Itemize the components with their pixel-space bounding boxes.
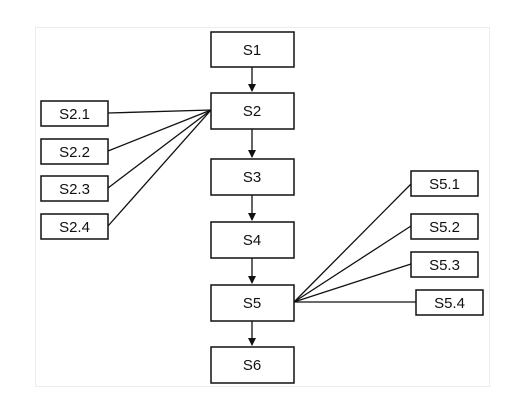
main-steps: S1 S2 S3 S4 S5 S6: [210, 31, 295, 384]
step-s5: S5: [210, 284, 295, 322]
connector-s5-s5-2: [293, 225, 412, 303]
step-s1-box: [210, 31, 295, 68]
connector-s2-s2-3: [107, 109, 212, 189]
step-s4-label: S4: [243, 232, 261, 249]
substep-s2-4-box: [40, 213, 109, 240]
substep-s5-4: S5.4: [415, 289, 484, 316]
substep-s5-2-box: [410, 213, 479, 240]
substep-s5-4-label: S5.4: [434, 295, 465, 312]
substep-s5-2-label: S5.2: [429, 219, 460, 236]
step-s1-label: S1: [243, 42, 261, 59]
diagram-frame: [35, 27, 490, 387]
connector-s5-s5-3: [293, 263, 412, 303]
substep-s5-1: S5.1: [410, 170, 479, 197]
connector-s2-s2-1: [107, 109, 212, 114]
substep-s5-4-box: [415, 289, 484, 316]
substep-s5-2: S5.2: [410, 213, 479, 240]
s2-substeps: S2.1 S2.2 S2.3 S2.4: [40, 100, 109, 240]
substep-s5-1-label: S5.1: [429, 176, 460, 193]
substep-s2-2-label: S2.2: [59, 144, 90, 161]
substep-s2-4: S2.4: [40, 213, 109, 240]
step-s6-box: [210, 346, 295, 384]
step-s5-label: S5: [243, 295, 261, 312]
substep-s5-3: S5.3: [410, 251, 479, 278]
substep-s2-3-label: S2.3: [59, 181, 90, 198]
substep-s5-1-box: [410, 170, 479, 197]
substep-s2-2: S2.2: [40, 138, 109, 165]
substep-s2-4-label: S2.4: [59, 219, 90, 236]
s5-connectors: [293, 183, 416, 303]
step-s5-box: [210, 284, 295, 322]
step-s6-label: S6: [243, 357, 261, 374]
step-s3-label: S3: [243, 169, 261, 186]
step-s6: S6: [210, 346, 295, 384]
step-s1: S1: [210, 31, 295, 68]
substep-s2-1-box: [40, 100, 109, 127]
substep-s2-1: S2.1: [40, 100, 109, 127]
s5-substeps: S5.1 S5.2 S5.3 S5.4: [410, 170, 484, 316]
connector-s2-s2-2: [107, 109, 212, 152]
step-s2-box: [210, 92, 295, 130]
s2-connectors: [107, 109, 212, 227]
substep-s5-3-box: [410, 251, 479, 278]
connector-s2-s2-4: [107, 109, 212, 227]
substep-s2-3: S2.3: [40, 175, 109, 202]
step-s2-label: S2: [243, 103, 261, 120]
substep-s2-2-box: [40, 138, 109, 165]
substep-s2-3-box: [40, 175, 109, 202]
connector-s5-s5-1: [293, 183, 412, 303]
substep-s5-3-label: S5.3: [429, 257, 460, 274]
step-s4-box: [210, 221, 295, 259]
step-s3-box: [210, 158, 295, 196]
substep-s2-1-label: S2.1: [59, 106, 90, 123]
step-s4: S4: [210, 221, 295, 259]
step-s3: S3: [210, 158, 295, 196]
step-s2: S2: [210, 92, 295, 130]
